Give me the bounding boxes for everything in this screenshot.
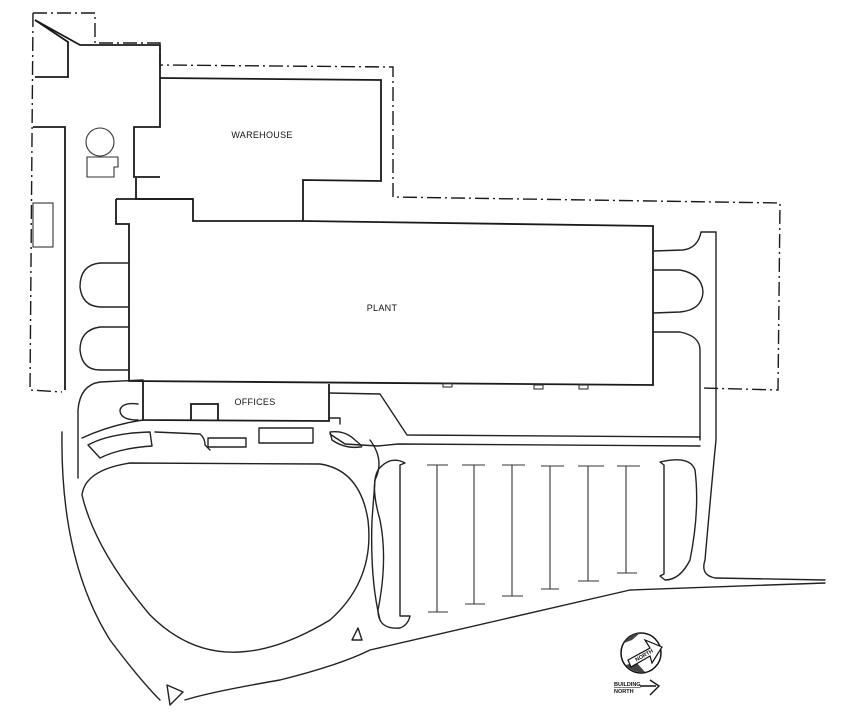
left-loops	[79, 262, 130, 371]
north-compass: NORTH	[620, 632, 663, 674]
plant-building: PLANT	[115, 198, 654, 390]
main-loop-road	[61, 431, 826, 701]
arrow-right-icon	[640, 679, 661, 696]
triangle-marker	[166, 684, 184, 706]
building-north: BUILDING NORTH	[614, 679, 661, 696]
triangle-marker	[351, 627, 363, 641]
stall-dividers	[427, 464, 640, 613]
office-roads	[77, 379, 701, 479]
building-north-line2: NORTH	[614, 689, 634, 695]
loading-area	[32, 19, 161, 390]
parking-lot	[373, 387, 826, 629]
right-loops	[652, 231, 717, 441]
warehouse-label: WAREHOUSE	[231, 130, 292, 140]
property-line	[29, 12, 781, 393]
building-north-line1: BUILDING	[614, 682, 641, 688]
tank-icon	[85, 127, 115, 157]
offices-label: OFFICES	[234, 397, 275, 407]
offices-building: OFFICES	[142, 382, 330, 422]
shed	[32, 202, 54, 248]
plant-label: PLANT	[367, 303, 398, 313]
